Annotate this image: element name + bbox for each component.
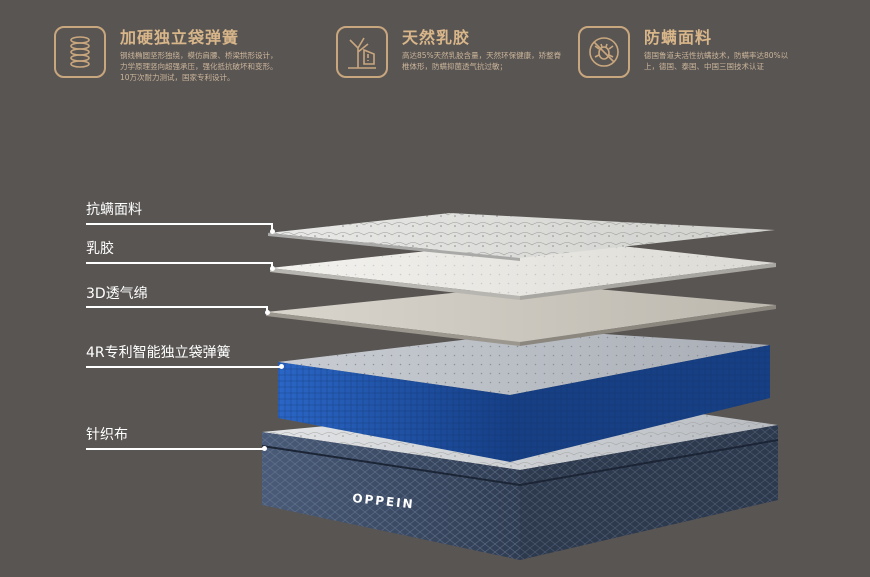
spring-top-texture: [278, 330, 770, 395]
spring-coil-icon: [54, 26, 106, 78]
feature-latex: 天然乳胶 高达85%天然乳胶含量，天然环保健康，矫整脊 椎体形，防螨抑菌透气抗过…: [336, 24, 566, 88]
spring-right-coils: [510, 345, 770, 462]
leader-line-drop: [271, 223, 273, 232]
layer-label-knitted-fabric: 针织布: [86, 427, 128, 443]
feature-title: 加硬独立袋弹簧: [120, 28, 240, 47]
anti-mite-icon: [578, 26, 630, 78]
leader-dot: [279, 364, 284, 369]
latex-right-edge: [520, 263, 776, 300]
layer-label-pocket-spring: 4R专利智能独立袋弹簧: [86, 345, 231, 361]
feature-desc-line: 钢线椭圆坚形独绕，模仿肩腰、桥梁拱形设计，: [120, 51, 278, 60]
leader-line: [86, 223, 272, 225]
latex-layer: [270, 238, 776, 300]
leader-line: [86, 448, 264, 450]
fabric-top-pattern: [268, 213, 775, 258]
leader-line: [86, 366, 282, 368]
fabric-layer: [268, 213, 775, 261]
feature-title: 防螨面料: [644, 28, 713, 47]
spring-front-coils: [278, 362, 510, 462]
layer-label-anti-mite-fabric: 抗螨面料: [86, 202, 142, 218]
latex-top-perforation: [270, 238, 776, 296]
feature-title: 天然乳胶: [402, 28, 471, 47]
leader-dot: [262, 446, 267, 451]
spring-layer: [278, 330, 770, 462]
leader-dot: [270, 266, 275, 271]
base-front-knit: [262, 432, 520, 560]
foam-right-edge: [520, 305, 776, 346]
base-piping: [261, 439, 779, 487]
latex-tree-icon: [336, 26, 388, 78]
foam-front-edge: [266, 312, 520, 346]
leader-line: [86, 262, 272, 264]
base-right-knit: [520, 425, 778, 560]
feature-desc: 德国鲁道夫活性抗螨技术，防螨率达80%以 上，德国、泰国、中国三国技术认证: [644, 50, 788, 72]
latex-front-edge: [270, 268, 520, 300]
brand-logo: OPPEIN: [352, 491, 416, 511]
feature-desc-line: 力学原理竖向超强承压，强化抵抗破坏和变形。: [120, 62, 278, 71]
leader-line: [86, 306, 267, 308]
feature-desc: 高达85%天然乳胶含量，天然环保健康，矫整脊 椎体形，防螨抑菌透气抗过敏；: [402, 50, 561, 72]
layer-label-3d-foam: 3D透气绵: [86, 286, 148, 302]
foam-layer: [266, 284, 776, 346]
feature-spring: 加硬独立袋弹簧 钢线椭圆坚形独绕，模仿肩腰、桥梁拱形设计， 力学原理竖向超强承压…: [54, 24, 314, 88]
layer-label-latex: 乳胶: [86, 241, 114, 257]
fabric-front-edge: [268, 233, 520, 261]
leader-line-drop: [266, 306, 268, 313]
feature-desc-line: 10万次耐力测试，国家专利设计。: [120, 73, 235, 82]
feature-desc-line: 椎体形，防螨抑菌透气抗过敏；: [402, 62, 507, 71]
feature-desc-line: 德国鲁道夫活性抗螨技术，防螨率达80%以: [644, 51, 789, 60]
leader-dot: [270, 229, 275, 234]
base-mattress: OPPEIN: [261, 400, 779, 560]
foam-top-surface: [266, 284, 776, 342]
leader-line-drop: [271, 262, 273, 269]
feature-anti-mite: 防螨面料 德国鲁道夫活性抗螨技术，防螨率达80%以 上，德国、泰国、中国三国技术…: [578, 24, 808, 88]
leader-dot: [265, 310, 270, 315]
feature-desc: 钢线椭圆坚形独绕，模仿肩腰、桥梁拱形设计， 力学原理竖向超强承压，强化抵抗破坏和…: [120, 50, 278, 83]
feature-desc-line: 上，德国、泰国、中国三国技术认证: [644, 62, 764, 71]
feature-desc-line: 高达85%天然乳胶含量，天然环保健康，矫整脊: [402, 51, 562, 60]
